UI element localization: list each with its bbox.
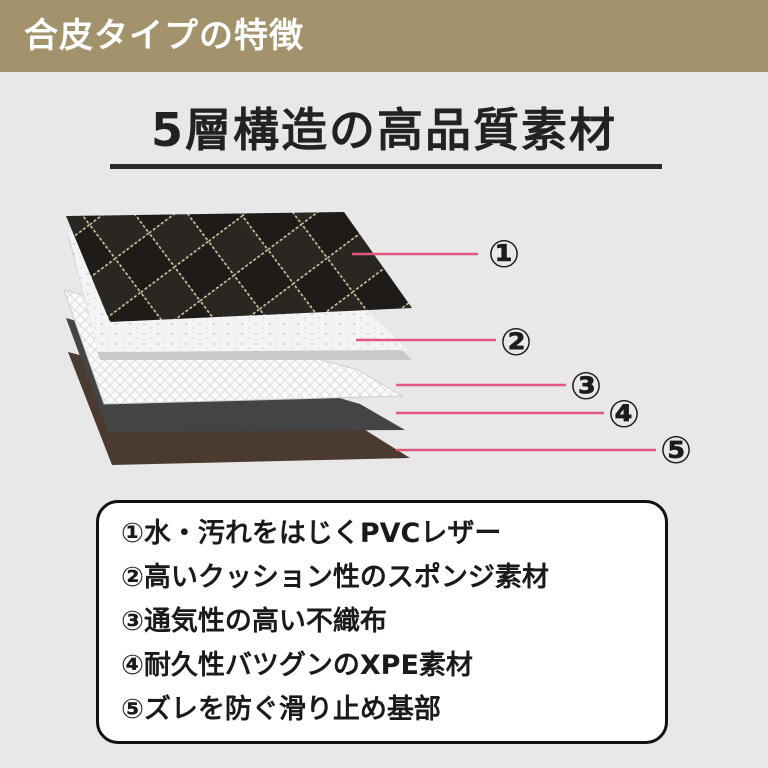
header-banner: 合皮タイプの特徴 (0, 0, 768, 72)
layer-number-2: ② (500, 320, 533, 364)
feature-list-box: ①水・汚れをはじくPVCレザー ②高いクッション性のスポンジ素材 ③通気性の高い… (96, 500, 668, 744)
layer-number-1: ① (488, 232, 521, 276)
feature-item-1: ①水・汚れをはじくPVCレザー (121, 518, 502, 549)
layer-number-5: ⑤ (660, 428, 693, 472)
layer-1-pvc-leather (66, 212, 412, 322)
header-title: 合皮タイプの特徴 (24, 16, 304, 56)
feature-item-3: ③通気性の高い不織布 (121, 606, 387, 637)
layer-number-4: ④ (608, 392, 641, 436)
layer-number-3: ③ (570, 364, 603, 408)
layer-diagram (63, 212, 656, 465)
feature-item-4: ④耐久性バツグンのXPE素材 (121, 650, 473, 681)
main-title: 5層構造の高品質素材 (150, 103, 617, 157)
title-underline (110, 164, 662, 169)
feature-item-5: ⑤ズレを防ぐ滑り止め基部 (121, 694, 441, 725)
feature-item-2: ②高いクッション性のスポンジ素材 (121, 562, 549, 593)
